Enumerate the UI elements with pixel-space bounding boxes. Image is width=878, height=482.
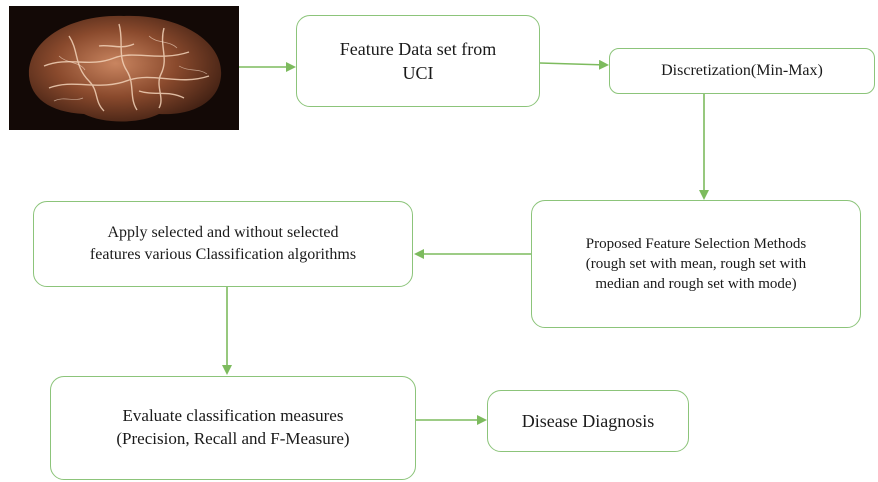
apply-classification-box: Apply selected and without selected feat…: [33, 201, 413, 287]
evaluate-measures-label: Evaluate classification measures (Precis…: [116, 406, 350, 448]
evaluate-measures-box: Evaluate classification measures (Precis…: [50, 376, 416, 480]
feature-dataset-label: Feature Data set from UCI: [339, 38, 497, 83]
feature-selection-label: Proposed Feature Selection Methods (roug…: [585, 235, 807, 293]
disease-diagnosis-label: Disease Diagnosis: [521, 410, 655, 431]
feature-selection-box: Proposed Feature Selection Methods (roug…: [531, 200, 861, 328]
brain-illustration: [9, 6, 239, 130]
feature-dataset-box: Feature Data set from UCI: [296, 15, 540, 107]
arrow-dataset-to-discretization: [539, 59, 609, 70]
discretization-label: Discretization(Min-Max): [661, 62, 823, 80]
discretization-box: Discretization(Min-Max): [609, 48, 875, 94]
apply-classification-label: Apply selected and without selected feat…: [89, 224, 357, 263]
disease-diagnosis-box: Disease Diagnosis: [487, 390, 689, 452]
brain-image: [9, 6, 239, 130]
